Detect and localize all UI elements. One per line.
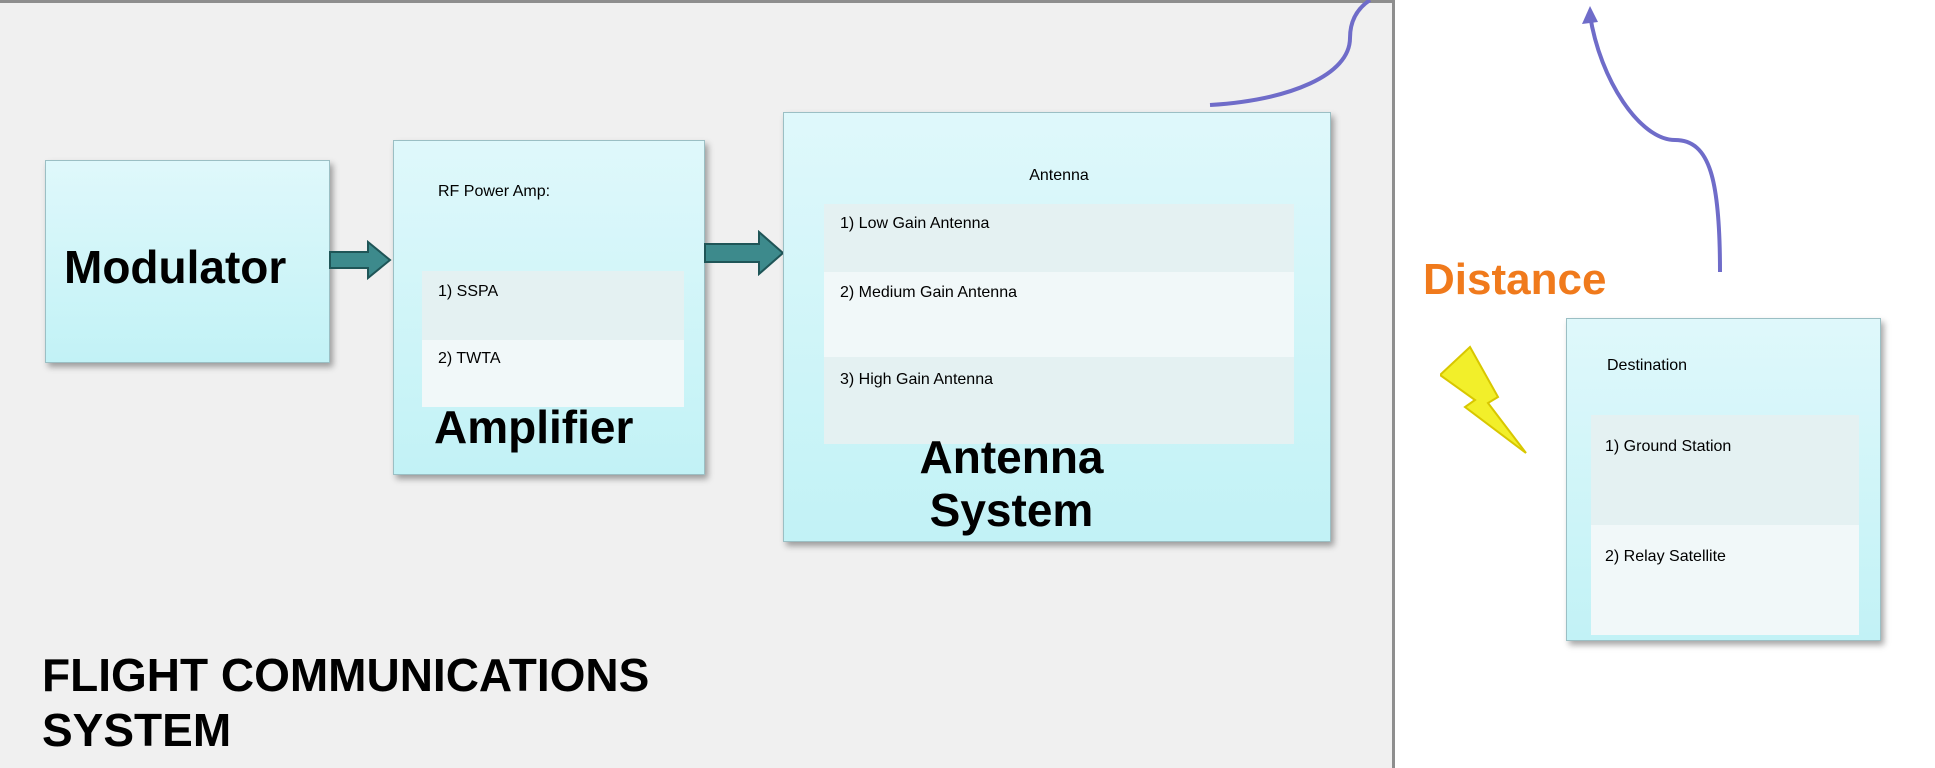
destination-item-relay-satellite: 2) Relay Satellite [1591,525,1859,635]
arrow-amplifier-to-antenna [704,230,785,276]
system-title-text: FLIGHT COMMUNICATIONS SYSTEM [42,649,650,757]
destination-header: Destination [1607,357,1688,374]
amplifier-item-twta: 2) TWTA [422,340,684,407]
uplink-curve [1209,0,1372,107]
arrow-modulator-to-amplifier [329,240,392,280]
amplifier-item-sspa: 1) SSPA [422,271,684,340]
lightning-icon [1440,345,1527,454]
antenna-system-label: Antenna System [919,431,1104,536]
antenna-item-low-gain: 1) Low Gain Antenna [824,204,1294,272]
amplifier-label: Amplifier [434,401,634,453]
antenna-table: Antenna 1) Low Gain Antenna 2) Medium Ga… [824,147,1294,444]
destination-block: Destination 1) Ground Station 2) Relay S… [1566,318,1881,641]
destination-item-ground-station: 1) Ground Station [1591,415,1859,525]
antenna-header: Antenna [1029,167,1089,184]
distance-label: Distance [1423,255,1607,304]
antenna-system-block: Antenna 1) Low Gain Antenna 2) Medium Ga… [783,112,1331,542]
modulator-block: Modulator [45,160,330,363]
modulator-label: Modulator [64,241,287,293]
antenna-item-medium-gain: 2) Medium Gain Antenna [824,272,1294,357]
downlink-curve-arrow [1582,6,1722,273]
amplifier-block: RF Power Amp: 1) SSPA 2) TWTA Amplifier [393,140,705,475]
rf-power-amp-table: RF Power Amp: 1) SSPA 2) TWTA [422,163,684,407]
rf-power-amp-header: RF Power Amp: [438,183,551,200]
destination-table: Destination 1) Ground Station 2) Relay S… [1591,347,1859,635]
flight-communications-system-title: FLIGHT COMMUNICATIONS SYSTEM [42,648,722,758]
antenna-item-high-gain: 3) High Gain Antenna [824,357,1294,444]
